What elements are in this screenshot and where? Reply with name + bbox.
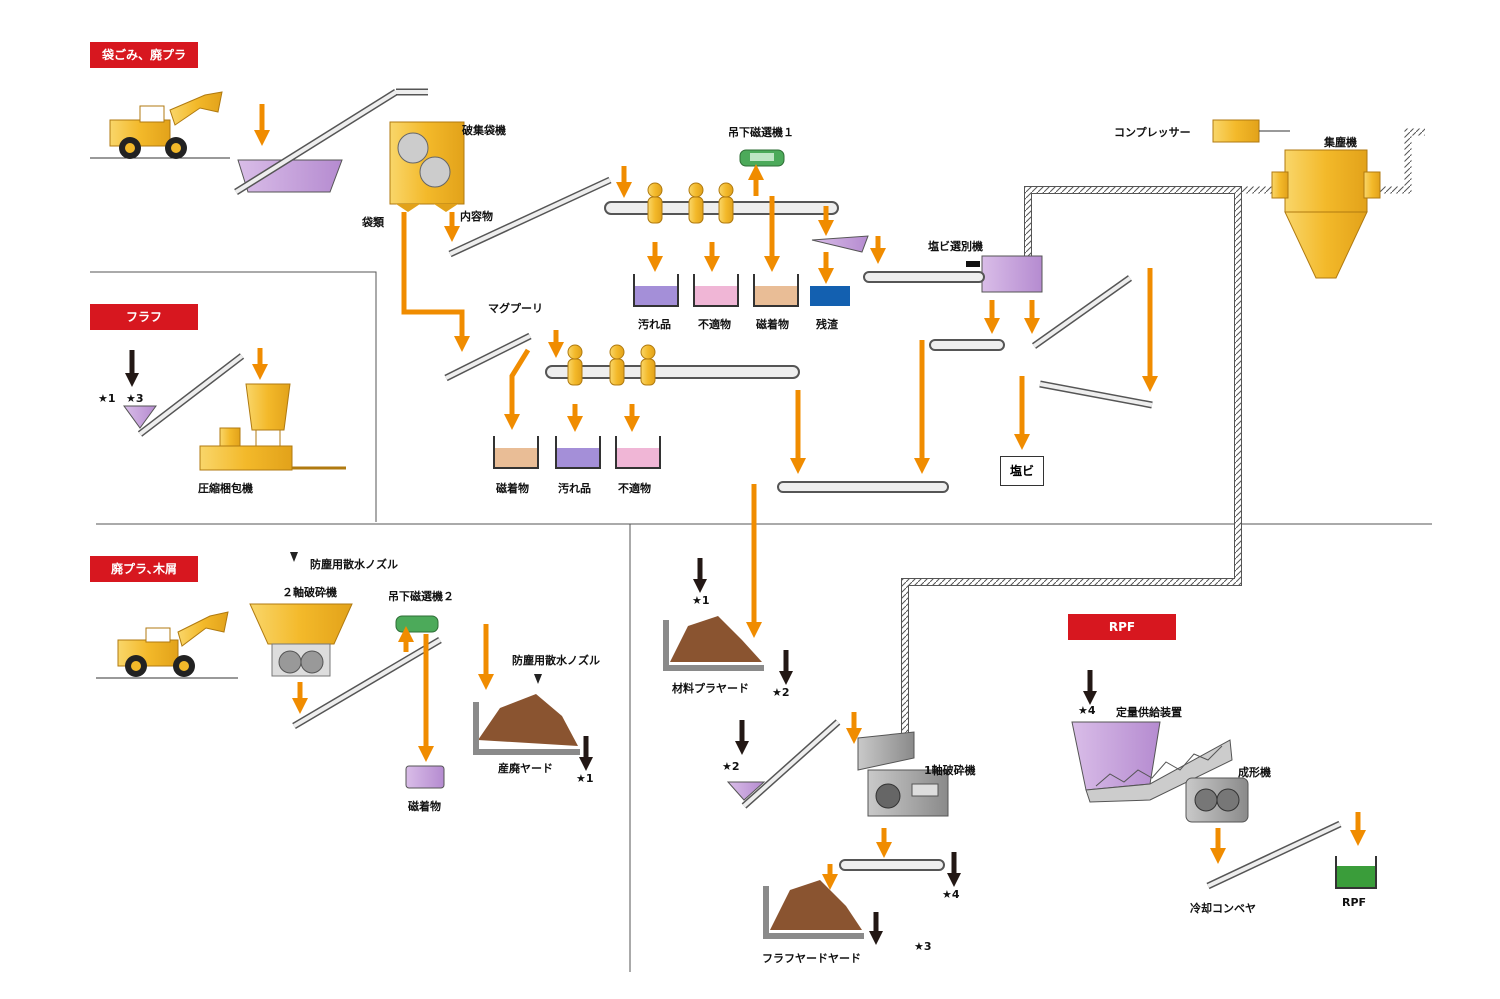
- label-magnetic3: 磁着物: [408, 800, 441, 813]
- label-unsuitable1: 不適物: [698, 318, 731, 331]
- label-flaff-yard: フラフヤードヤード: [762, 952, 861, 965]
- tag-rpf: RPF: [1068, 614, 1176, 640]
- label-bag-breaker: 破集袋機: [462, 124, 506, 137]
- tag-plastic-wood: 廃プラ､木屑: [90, 556, 198, 582]
- loader-top: [90, 91, 230, 159]
- label-residue: 残渣: [816, 318, 838, 331]
- magnet-2: [395, 615, 439, 633]
- pvc-output-box: 塩ビ: [1000, 456, 1044, 486]
- dust-collector: [1271, 149, 1381, 279]
- rpf-bin: [1335, 856, 1377, 889]
- nozzle-icons: [290, 552, 542, 684]
- shredder-2axis: [249, 603, 353, 677]
- label-material-yard: 材料プラヤード: [672, 682, 749, 695]
- label-contents: 内容物: [460, 210, 493, 223]
- label-dirty2: 汚れ品: [558, 482, 591, 495]
- label-star1-flaff: ★1: [98, 392, 116, 405]
- magnet-1: [739, 149, 785, 167]
- label-star-mat-in: ★1: [692, 594, 710, 607]
- flow-arrows: [251, 104, 1367, 891]
- hopper-top: [237, 159, 343, 193]
- cooling-conveyor-belt: [1206, 820, 1342, 890]
- label-magnetic2: 磁着物: [496, 482, 529, 495]
- label-bag-type: 袋類: [362, 216, 384, 229]
- baler: [199, 383, 346, 471]
- conveyor-mag-pulley: [444, 332, 532, 382]
- sorting-belt-2: [545, 365, 800, 379]
- label-pvc-sorter: 塩ビ選別機: [928, 240, 983, 253]
- dark-arrows: [125, 350, 1097, 945]
- label-star2-in: ★2: [722, 760, 740, 773]
- conveyor-flaff: [137, 353, 245, 437]
- bins-2: [493, 436, 661, 469]
- label-magnetic1: 磁着物: [756, 318, 789, 331]
- bag-breaker: [389, 121, 465, 212]
- tag-bag-waste: 袋ごみ、廃プラ: [90, 42, 198, 68]
- flaff-yard: [763, 880, 864, 939]
- label-industrial-yard: 産廃ヤード: [498, 762, 553, 775]
- workers-2: [567, 344, 656, 386]
- belt-1axis-out: [839, 859, 945, 871]
- label-shredder2: ２軸破砕機: [282, 586, 337, 599]
- label-star3-out: ★3: [914, 940, 932, 953]
- label-molder: 成形機: [1238, 766, 1271, 779]
- pvc-sorter: [966, 255, 1043, 293]
- label-magnet1: 吊下磁選機１: [728, 126, 794, 139]
- label-nozzle2: 防塵用散水ノズル: [512, 654, 600, 667]
- conveyor-to-pvc: [863, 271, 985, 283]
- conveyor-2axis: [292, 636, 442, 730]
- compressor: [1212, 119, 1290, 143]
- label-compressor: コンプレッサー: [1114, 126, 1191, 139]
- loader-bottom: [96, 611, 238, 679]
- label-star4-out: ★4: [942, 888, 960, 901]
- label-mag-pulley: マグプーリ: [488, 302, 543, 315]
- label-star-mat-out: ★2: [772, 686, 790, 699]
- label-shredder1: 1軸破砕機: [924, 764, 976, 777]
- material-yard: [663, 616, 764, 671]
- conveyor-contents: [448, 176, 612, 258]
- label-unsuitable2: 不適物: [618, 482, 651, 495]
- label-magnet2: 吊下磁選機２: [388, 590, 454, 603]
- rpf-feeder: [1071, 721, 1233, 803]
- conveyor-1axis: [741, 719, 841, 809]
- label-feeder: 定量供給装置: [1116, 706, 1182, 719]
- label-nozzle1: 防塵用散水ノズル: [310, 558, 398, 571]
- conveyor-bag-in: [234, 88, 428, 195]
- magnetic-bin: [405, 765, 445, 789]
- label-rpf-output: RPF: [1342, 896, 1367, 909]
- shredder-1axis: [857, 731, 949, 817]
- label-dirty1: 汚れ品: [638, 318, 671, 331]
- collection-belt: [777, 481, 949, 493]
- bins-1: [633, 274, 850, 307]
- dust-duct: [901, 128, 1425, 740]
- molder: [1185, 777, 1249, 823]
- pvc-belts: [929, 275, 1153, 409]
- label-dust-collector: 集塵機: [1324, 136, 1357, 149]
- tag-flaff: フラフ: [90, 304, 198, 330]
- label-star3-flaff: ★3: [126, 392, 144, 405]
- hopper-flaff: [123, 405, 157, 429]
- chute-residue: [811, 235, 869, 253]
- label-baler: 圧縮梱包機: [198, 482, 253, 495]
- label-star4-in: ★4: [1078, 704, 1096, 717]
- section-dividers: [90, 271, 1432, 972]
- label-cooling-conveyor: 冷却コンベヤ: [1190, 902, 1256, 915]
- industrial-yard: [473, 694, 580, 755]
- workers-1: [647, 182, 734, 224]
- label-star-ind: ★1: [576, 772, 594, 785]
- hopper-star2: [726, 781, 766, 801]
